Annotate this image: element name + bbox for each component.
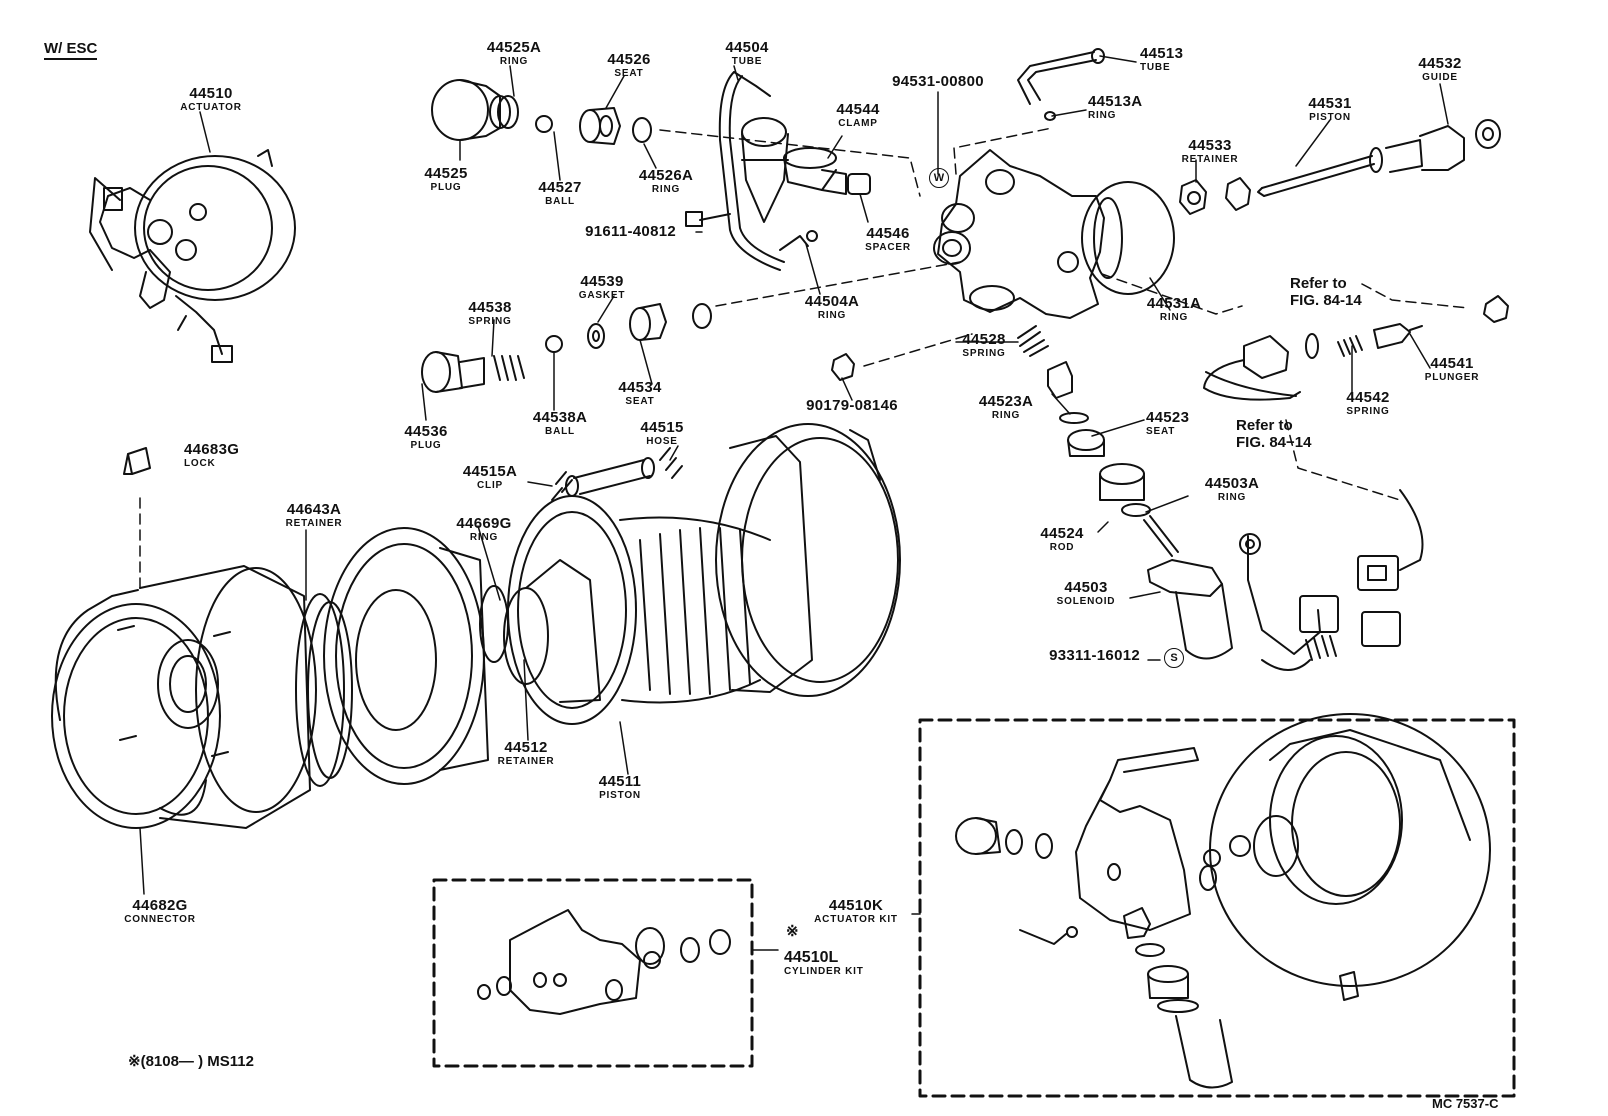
- piston-housing-drawing: [323, 527, 601, 785]
- s-symbol: S: [1164, 648, 1184, 668]
- diagram-title: W/ ESC: [44, 40, 98, 60]
- label-90179-08146: 90179-08146: [806, 397, 898, 414]
- solenoid-stack-drawing: [1047, 361, 1321, 660]
- footnote: ※(8108— ) MS112: [128, 1053, 254, 1070]
- label-91611-40812: 91611-40812: [585, 223, 676, 240]
- asterisk-symbol: ※: [786, 923, 799, 940]
- lock-44683g-drawing: [123, 447, 151, 475]
- connector-housing-drawing: [51, 565, 317, 829]
- seat-44526-drawing: [579, 107, 652, 145]
- switch-assembly-drawing: [1203, 295, 1509, 671]
- cylinder-body-drawing: [933, 149, 1175, 319]
- dashed-guide-lines: [139, 127, 1469, 591]
- actuator-kit-inset: [918, 713, 1516, 1098]
- diagram-code: MC 7537-C: [1432, 1096, 1499, 1111]
- refer-to-fig-bottom: Refer to FIG. 84−14: [1236, 417, 1312, 451]
- retainer-44643a-drawing: [295, 593, 353, 787]
- w-symbol: W: [929, 168, 949, 188]
- spring-44528-drawing: [831, 325, 1049, 381]
- plug-44525-drawing: [431, 79, 553, 141]
- refer-to-fig-top: Refer to FIG. 84-14: [1290, 275, 1362, 309]
- cylinder-kit-inset: [432, 878, 754, 1068]
- leader-lines: [139, 55, 1449, 951]
- actuator-assembly-drawing: [89, 149, 296, 363]
- piston-44511-drawing: [507, 423, 901, 725]
- label-94531-00800: 94531-00800: [892, 73, 984, 90]
- hose-44515-drawing: [551, 447, 683, 501]
- label-93311-16012: 93311-16012: [1049, 647, 1140, 664]
- retainer-44533-drawing: [1179, 177, 1251, 215]
- gasket-44539-drawing: [587, 303, 712, 349]
- piston-44531-drawing: [1257, 119, 1501, 197]
- wire-lines: [1205, 371, 1297, 397]
- tube-44504-drawing: [685, 71, 871, 271]
